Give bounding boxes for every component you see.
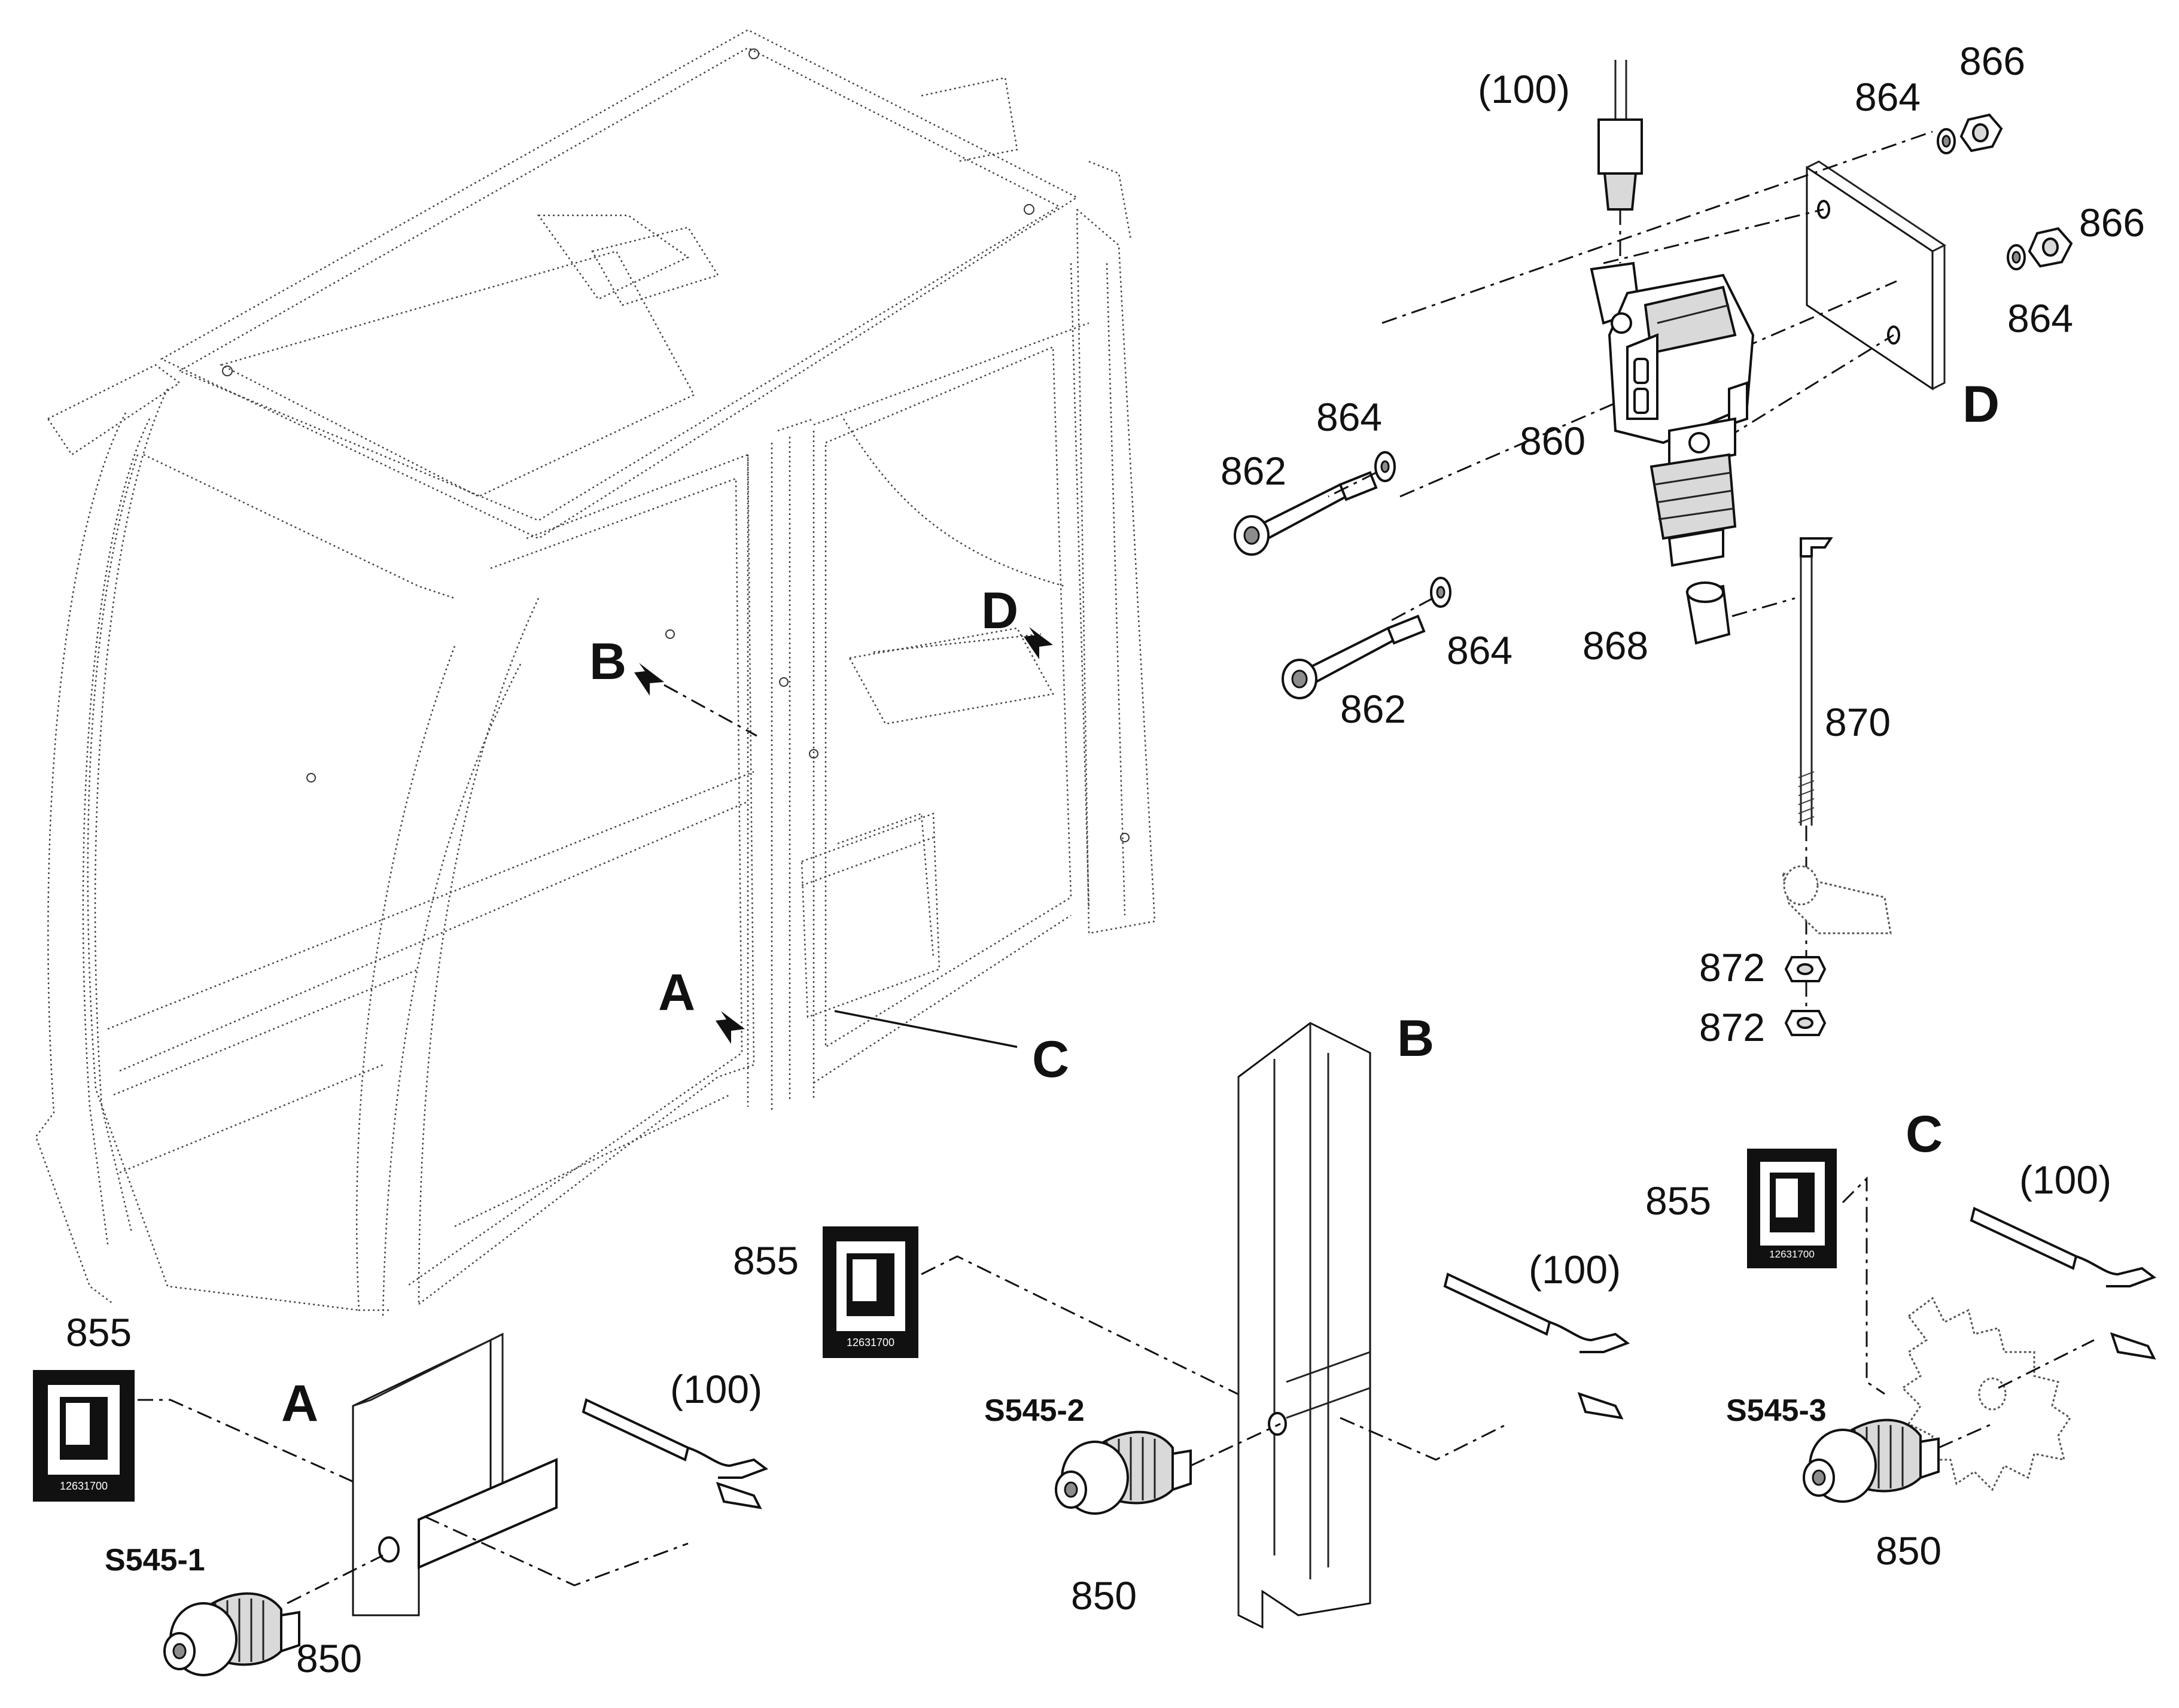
arrow-icon: [634, 663, 664, 696]
wire-connector: [1597, 60, 1643, 263]
detail-b: 12631700 B 855 (100) S545-2 850: [733, 1010, 1630, 1629]
detail-d: D (100) 864 866 866 864 864 862 860 864 …: [1221, 39, 2145, 1049]
switch-850-c: [1803, 1418, 1993, 1503]
label-actuator: 860: [1520, 419, 1585, 463]
washers-left: [1328, 451, 1451, 623]
label-nut-lower: 872: [1699, 1005, 1765, 1049]
callout-c-label: C: [1032, 1031, 1069, 1088]
label-washer-top: 864: [1855, 75, 1921, 119]
cab-frame: [35, 29, 1156, 1317]
label-washer-right: 864: [2007, 296, 2073, 340]
label-nut-top: 866: [1959, 39, 2025, 83]
rod: [1782, 537, 1892, 1017]
callout-a-label: A: [658, 964, 695, 1021]
label-switch-id-a: S545-1: [105, 1543, 205, 1578]
callout-c[interactable]: C: [834, 1010, 1069, 1088]
label-decal-a: 855: [66, 1310, 132, 1354]
clip: [1685, 581, 1795, 645]
label-bolt-top: 862: [1221, 449, 1286, 493]
cab-callouts: A B D C: [589, 582, 1069, 1088]
decal-855-a: 12631700: [33, 1370, 135, 1502]
switch-850-a: [163, 1554, 384, 1676]
label-washer-bottom: 864: [1447, 628, 1512, 672]
detail-c: 12631700 C 855 (100) S545-3 850: [1645, 1106, 2157, 1573]
label-switch-b: 850: [1071, 1573, 1137, 1618]
label-decal-b: 855: [733, 1238, 799, 1283]
label-wire-a: (100): [670, 1367, 762, 1411]
switch-850-b: [1055, 1423, 1281, 1515]
label-bolt-bottom: 862: [1340, 687, 1406, 731]
decal-855-c: 12631700: [1747, 1149, 1837, 1268]
label-wire-c: (100): [2019, 1158, 2111, 1202]
label-switch-a: 850: [296, 1636, 362, 1680]
detail-a: 12631700 A 855 (100) S545-1 850: [33, 1310, 769, 1680]
bolt-lower: [1282, 614, 1426, 699]
decal-855-b: 12631700: [823, 1226, 918, 1358]
callout-b-label: B: [589, 633, 626, 690]
label-switch-c: 850: [1876, 1529, 1941, 1573]
decal-code: 12631700: [60, 1480, 108, 1492]
label-rod: 870: [1825, 700, 1891, 744]
label-clip: 868: [1582, 623, 1648, 668]
callout-a[interactable]: A: [658, 964, 745, 1044]
label-decal-c: 855: [1645, 1179, 1711, 1223]
callout-d[interactable]: D: [981, 582, 1053, 659]
label-wire: (100): [1478, 67, 1570, 111]
hardware-top-right: [1937, 113, 2073, 270]
nuts-872: [1784, 956, 1827, 1036]
detail-b-title: B: [1397, 1010, 1434, 1067]
callout-d-label: D: [981, 582, 1018, 640]
detail-a-title: A: [281, 1375, 318, 1432]
label-nut-upper: 872: [1699, 945, 1765, 990]
label-switch-id-b: S545-2: [984, 1393, 1085, 1428]
label-switch-id-c: S545-3: [1726, 1393, 1827, 1428]
decal-code: 12631700: [1769, 1249, 1815, 1260]
detail-d-title: D: [1962, 376, 2000, 433]
arrow-icon: [716, 1011, 745, 1044]
arrow-icon: [1024, 627, 1053, 659]
label-wire-b: (100): [1529, 1247, 1621, 1292]
label-nut-right: 866: [2079, 200, 2145, 245]
door-actuator: [1590, 261, 1755, 567]
label-washer-left: 864: [1316, 395, 1382, 439]
bolt-upper: [1234, 471, 1378, 556]
callout-b[interactable]: B: [589, 633, 757, 737]
detail-c-title: C: [1906, 1106, 1943, 1163]
decal-code: 12631700: [847, 1336, 894, 1348]
